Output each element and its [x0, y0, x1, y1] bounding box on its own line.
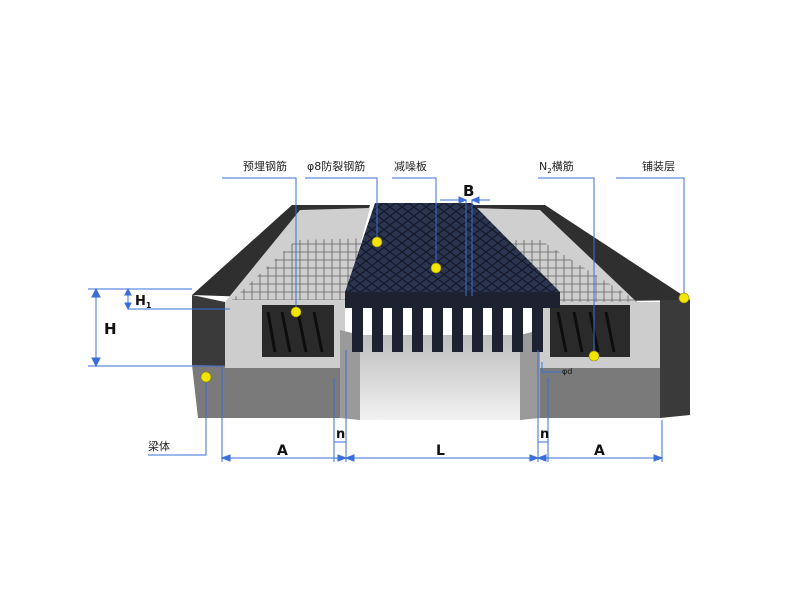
- leader-lines: [148, 177, 685, 456]
- label-jianzao-ban: 减噪板: [394, 159, 427, 173]
- left-beam-body: [192, 365, 340, 418]
- right-structure: [470, 205, 690, 420]
- dimension-labels: B H H1 A L A n n φd: [104, 182, 605, 459]
- dot-fanglie: [371, 236, 383, 248]
- finger-tooth: [472, 300, 483, 352]
- dim-A-right: A: [594, 443, 605, 459]
- finger-tooth: [372, 300, 383, 352]
- label-hengjin-suffix: 横筋: [552, 159, 574, 173]
- dim-H1-main: H: [135, 294, 146, 309]
- left-rebar-mesh: [232, 238, 372, 300]
- label-fanglie-gangjin: φ8防裂钢筋: [307, 159, 365, 173]
- leader-fanglie: [305, 177, 378, 242]
- leader-liangti: [148, 377, 207, 456]
- dot-jianzao: [430, 262, 442, 274]
- dim-H1: H1: [135, 294, 152, 310]
- finger-tooth: [392, 300, 403, 352]
- leader-yumai: [222, 177, 297, 312]
- finger-tooth: [412, 300, 423, 352]
- finger-tooth: [532, 300, 543, 352]
- finger-teeth: [345, 292, 560, 352]
- finger-tooth: [352, 300, 363, 352]
- label-hengjin-n: N: [539, 160, 547, 173]
- dim-H1-sub: 1: [146, 301, 152, 310]
- finger-tooth: [492, 300, 503, 352]
- dim-n-left: n: [336, 427, 345, 442]
- dim-A-left: A: [277, 443, 288, 459]
- dim-B: B: [463, 182, 474, 200]
- finger-tooth: [512, 300, 523, 352]
- dim-L: L: [436, 443, 445, 459]
- dimension-lines: [88, 196, 664, 462]
- left-pavement-side: [192, 295, 225, 370]
- label-hengjin: N2横筋: [539, 159, 574, 175]
- dot-liangti: [200, 371, 212, 383]
- left-gap-wall: [340, 330, 360, 420]
- dot-puzhuang: [678, 292, 690, 304]
- noise-reduction-plate: [345, 203, 560, 292]
- dim-H: H: [104, 320, 117, 338]
- label-hengjin-sub: 2: [547, 167, 551, 175]
- dim-n-right: n: [540, 427, 549, 442]
- left-structure: [192, 205, 372, 420]
- finger-tooth: [432, 300, 443, 352]
- joint-gap: [360, 335, 520, 420]
- label-yumai-gangjin: 预埋钢筋: [243, 159, 287, 173]
- dot-hengjin: [588, 350, 600, 362]
- leader-hengjin: [538, 177, 595, 356]
- leader-jianzao: [392, 177, 437, 268]
- dim-d: φd: [562, 367, 572, 376]
- right-beam-body: [540, 368, 660, 418]
- right-pavement-side: [660, 300, 690, 418]
- leader-puzhuang: [616, 177, 685, 298]
- label-liangti: 梁体: [148, 439, 170, 453]
- right-gap-wall: [520, 330, 540, 420]
- finger-tooth: [452, 300, 463, 352]
- component-labels: 预埋钢筋 φ8防裂钢筋 减噪板 N2横筋 铺装层 梁体: [148, 159, 675, 453]
- label-puzhuang-ceng: 铺装层: [642, 160, 675, 173]
- dot-yumai: [290, 306, 302, 318]
- callout-dots: [200, 236, 690, 383]
